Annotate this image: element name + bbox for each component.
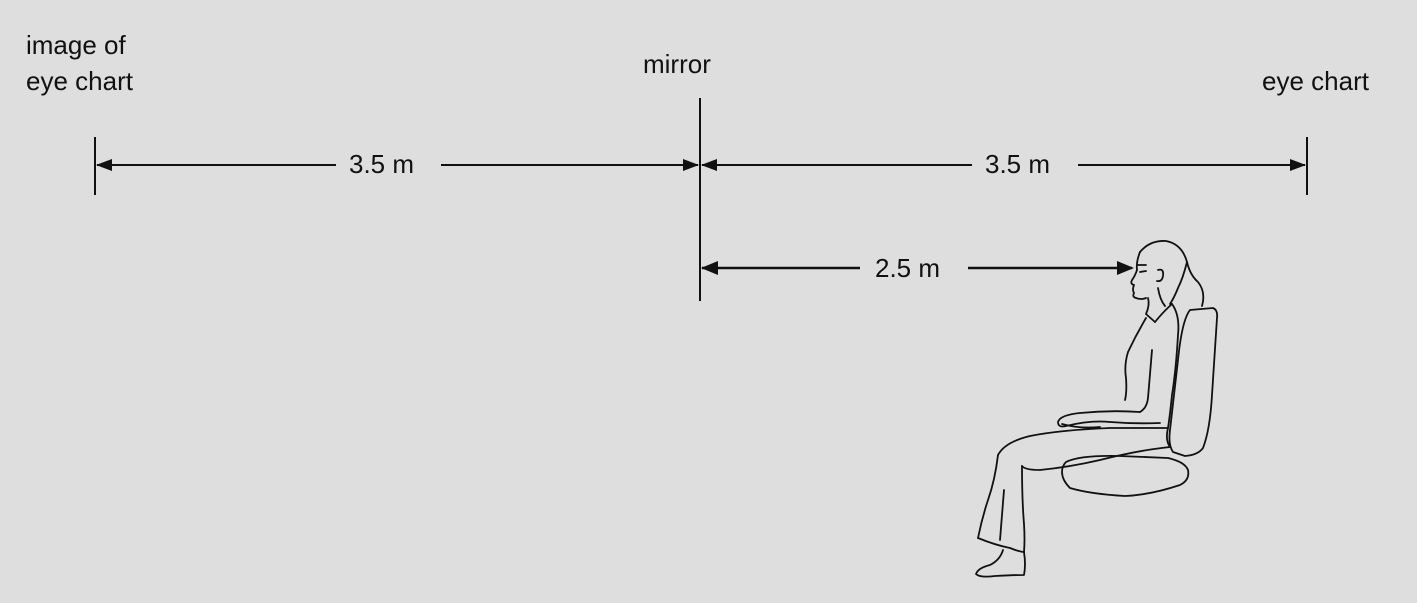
image-of-eye-chart-label-line1: image of [26,30,126,60]
person-distance-label: 2.5 m [875,253,940,283]
seated-person-figure [975,240,1219,578]
eye-chart-label: eye chart [1262,66,1370,96]
right-distance-label: 3.5 m [985,149,1050,179]
right-dimension-arrow [701,159,1306,171]
left-distance-label: 3.5 m [349,149,414,179]
person-dimension-arrow [701,261,1134,275]
image-of-eye-chart-label-line2: eye chart [26,66,134,96]
left-dimension-arrow [96,159,699,171]
mirror-label: mirror [643,49,711,79]
